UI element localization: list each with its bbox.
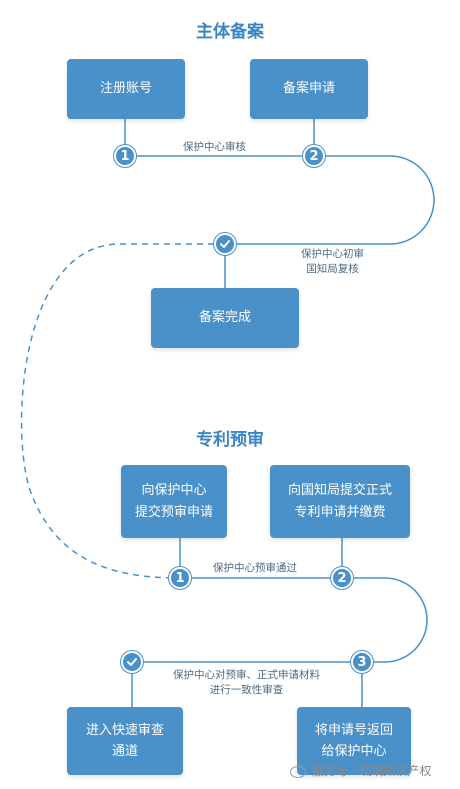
section-title-entity-filing: 主体备案: [196, 22, 264, 42]
box-formal-application-line1: 向国知局提交正式: [287, 483, 392, 499]
dashed-connector-left: [20, 243, 225, 579]
box-return-application-number-line1: 将申请号返回: [314, 722, 393, 738]
label-consistency-check: 保护中心对预审、正式申请材料 进行一致性审查: [170, 668, 323, 699]
watermark: 服务号 · 琉璃知识产权: [290, 762, 431, 779]
label-center-review: 保护中心审核: [180, 140, 249, 156]
step-node-1: 1: [169, 567, 191, 589]
box-submit-prereview-line2: 提交预审申请: [134, 504, 213, 520]
box-submit-prereview-line1: 向保护中心: [141, 483, 207, 499]
step-node-1: 1: [114, 145, 136, 167]
step-node-2: 2: [303, 145, 325, 167]
step-node-2: 2: [331, 567, 353, 589]
box-return-application-number-line2: 给保护中心: [321, 744, 387, 759]
connector-curve-right-1: [225, 155, 435, 245]
box-filing-application-label: 备案申请: [282, 81, 335, 97]
watermark-text: 服务号 · 琉璃知识产权: [312, 764, 432, 778]
label-consistency-check-line2: 进行一致性审查: [209, 684, 284, 697]
label-initial-review-line2: 国知局复核: [306, 263, 359, 276]
step-node-3: 3: [351, 651, 373, 673]
box-fast-track-line1: 进入快速审查: [85, 722, 164, 738]
label-initial-review-line1: 保护中心初审: [301, 248, 364, 260]
box-fast-track: 进入快速审查 通道: [67, 707, 183, 775]
box-filing-complete: 备案完成: [151, 288, 299, 348]
box-register-account-label: 注册账号: [99, 81, 152, 97]
label-consistency-check-line1: 保护中心对预审、正式申请材料: [173, 669, 320, 681]
box-formal-application: 向国知局提交正式 专利申请并缴费: [270, 465, 410, 538]
box-formal-application-line2: 专利申请并缴费: [294, 504, 386, 520]
box-submit-prereview: 向保护中心 提交预审申请: [121, 465, 227, 538]
connector-curve-right-2: [132, 577, 428, 663]
box-register-account: 注册账号: [67, 59, 185, 119]
box-filing-complete-label: 备案完成: [198, 310, 251, 326]
check-icon: [121, 651, 143, 673]
box-filing-application: 备案申请: [250, 59, 368, 119]
box-fast-track-line2: 通道: [111, 744, 138, 759]
box-return-application-number: 将申请号返回 给保护中心: [297, 707, 411, 775]
label-initial-review: 保护中心初审 国知局复核: [298, 247, 367, 278]
check-icon: [214, 233, 236, 255]
section-title-patent-prereview: 专利预审: [196, 430, 264, 450]
wechat-icon: [290, 765, 306, 778]
label-prereview-passed: 保护中心预审通过: [210, 561, 300, 577]
